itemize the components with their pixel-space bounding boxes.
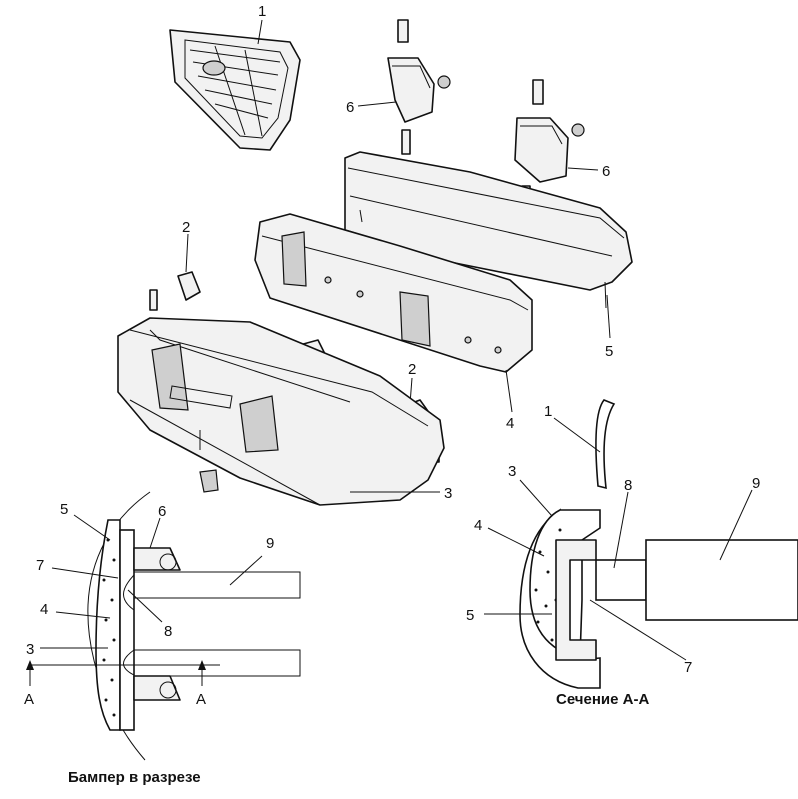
label-9-section: 9 <box>752 475 760 492</box>
label-7-cutaway: 7 <box>36 557 44 574</box>
label-1-section: 1 <box>544 403 552 420</box>
caption-section-a-a: Сечение А-А <box>556 691 649 708</box>
label-4-absorber: 4 <box>506 415 514 432</box>
label-1-grille: 1 <box>258 3 266 20</box>
label-3-cover: 3 <box>444 485 452 502</box>
section-a-a-view <box>519 399 798 689</box>
label-6-cutaway: 6 <box>158 503 166 520</box>
clip-upper <box>149 271 201 311</box>
bracket-left <box>387 19 451 155</box>
label-9-cutaway: 9 <box>266 535 274 552</box>
label-7-section: 7 <box>684 659 692 676</box>
label-2-clip-upper: 2 <box>182 219 190 236</box>
label-5-section: 5 <box>466 607 474 624</box>
label-3-cutaway: 3 <box>26 641 34 658</box>
radiator-grille <box>169 29 301 151</box>
label-2-clip-lower: 2 <box>408 361 416 378</box>
label-8-cutaway: 8 <box>164 623 172 640</box>
label-4-section: 4 <box>474 517 482 534</box>
bumper-cutaway-view <box>30 491 301 761</box>
label-6-bracket-left: 6 <box>346 99 354 116</box>
label-5-cutaway: 5 <box>60 501 68 518</box>
label-6-bracket-right: 6 <box>602 163 610 180</box>
label-8-section: 8 <box>624 477 632 494</box>
bumper-absorber <box>254 213 533 373</box>
label-a-left: А <box>24 691 34 708</box>
caption-bumper-cutaway: Бампер в разрезе <box>68 769 201 786</box>
label-4-cutaway: 4 <box>40 601 48 618</box>
bumper-cover <box>117 317 445 506</box>
label-3-section: 3 <box>508 463 516 480</box>
label-a-right: А <box>196 691 206 708</box>
label-5-reinforcement: 5 <box>605 343 613 360</box>
